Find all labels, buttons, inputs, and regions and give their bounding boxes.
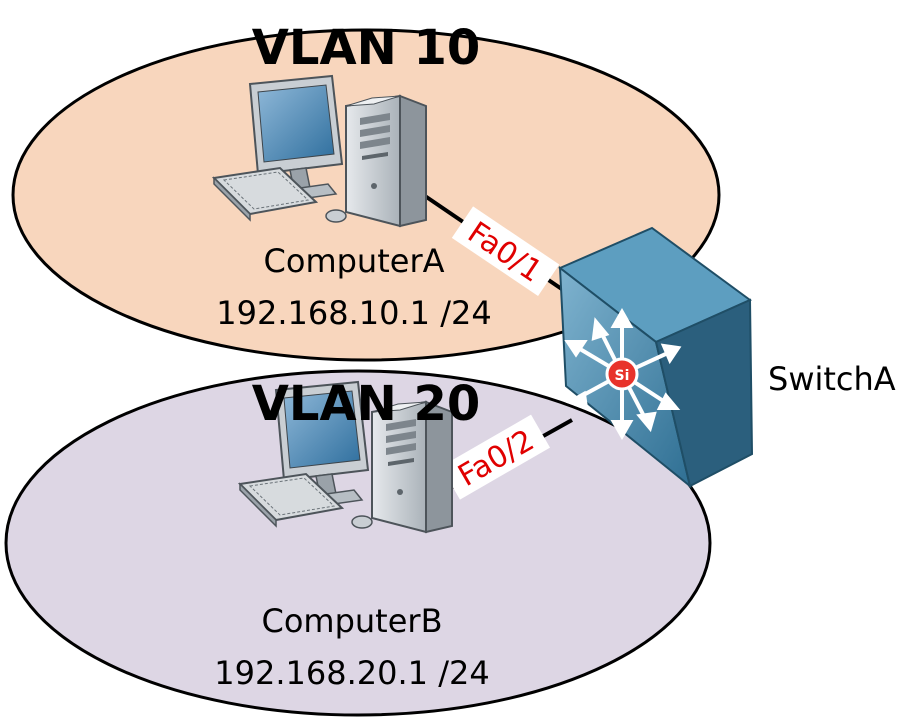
computer-b-ip: 192.168.20.1 /24 bbox=[214, 654, 489, 692]
vlan-20-title: VLAN 20 bbox=[252, 376, 481, 432]
computer-a-name: ComputerA bbox=[264, 242, 445, 280]
vlan-10-title: VLAN 10 bbox=[252, 20, 481, 76]
layer3-switch-icon[interactable]: Si bbox=[558, 226, 754, 489]
computer-b-name: ComputerB bbox=[261, 602, 442, 640]
switch-name: SwitchA bbox=[768, 360, 896, 398]
computer-a-ip: 192.168.10.1 /24 bbox=[216, 294, 491, 332]
switch-badge: Si bbox=[615, 368, 630, 384]
vlan-20-area bbox=[4, 369, 712, 717]
